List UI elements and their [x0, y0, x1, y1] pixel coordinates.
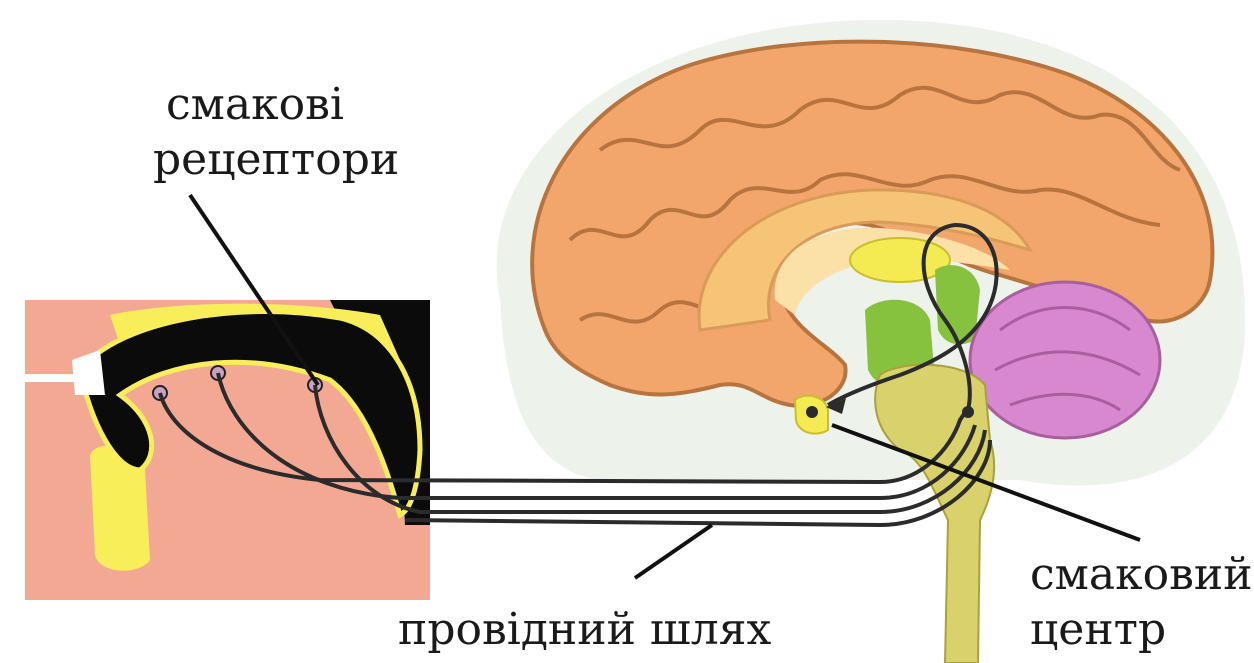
pathway-pointer: [635, 525, 712, 578]
center-label-line1: смаковий: [1030, 548, 1253, 602]
cerebellum: [970, 282, 1160, 438]
receptors-label-line1: смакові: [166, 78, 344, 132]
thalamus: [850, 238, 950, 282]
center-label-line2: центр: [1030, 603, 1166, 657]
mouth-region: [25, 300, 430, 600]
pathway-label: провідний шлях: [398, 603, 771, 657]
receptors-label-line2: рецептори: [153, 133, 399, 187]
